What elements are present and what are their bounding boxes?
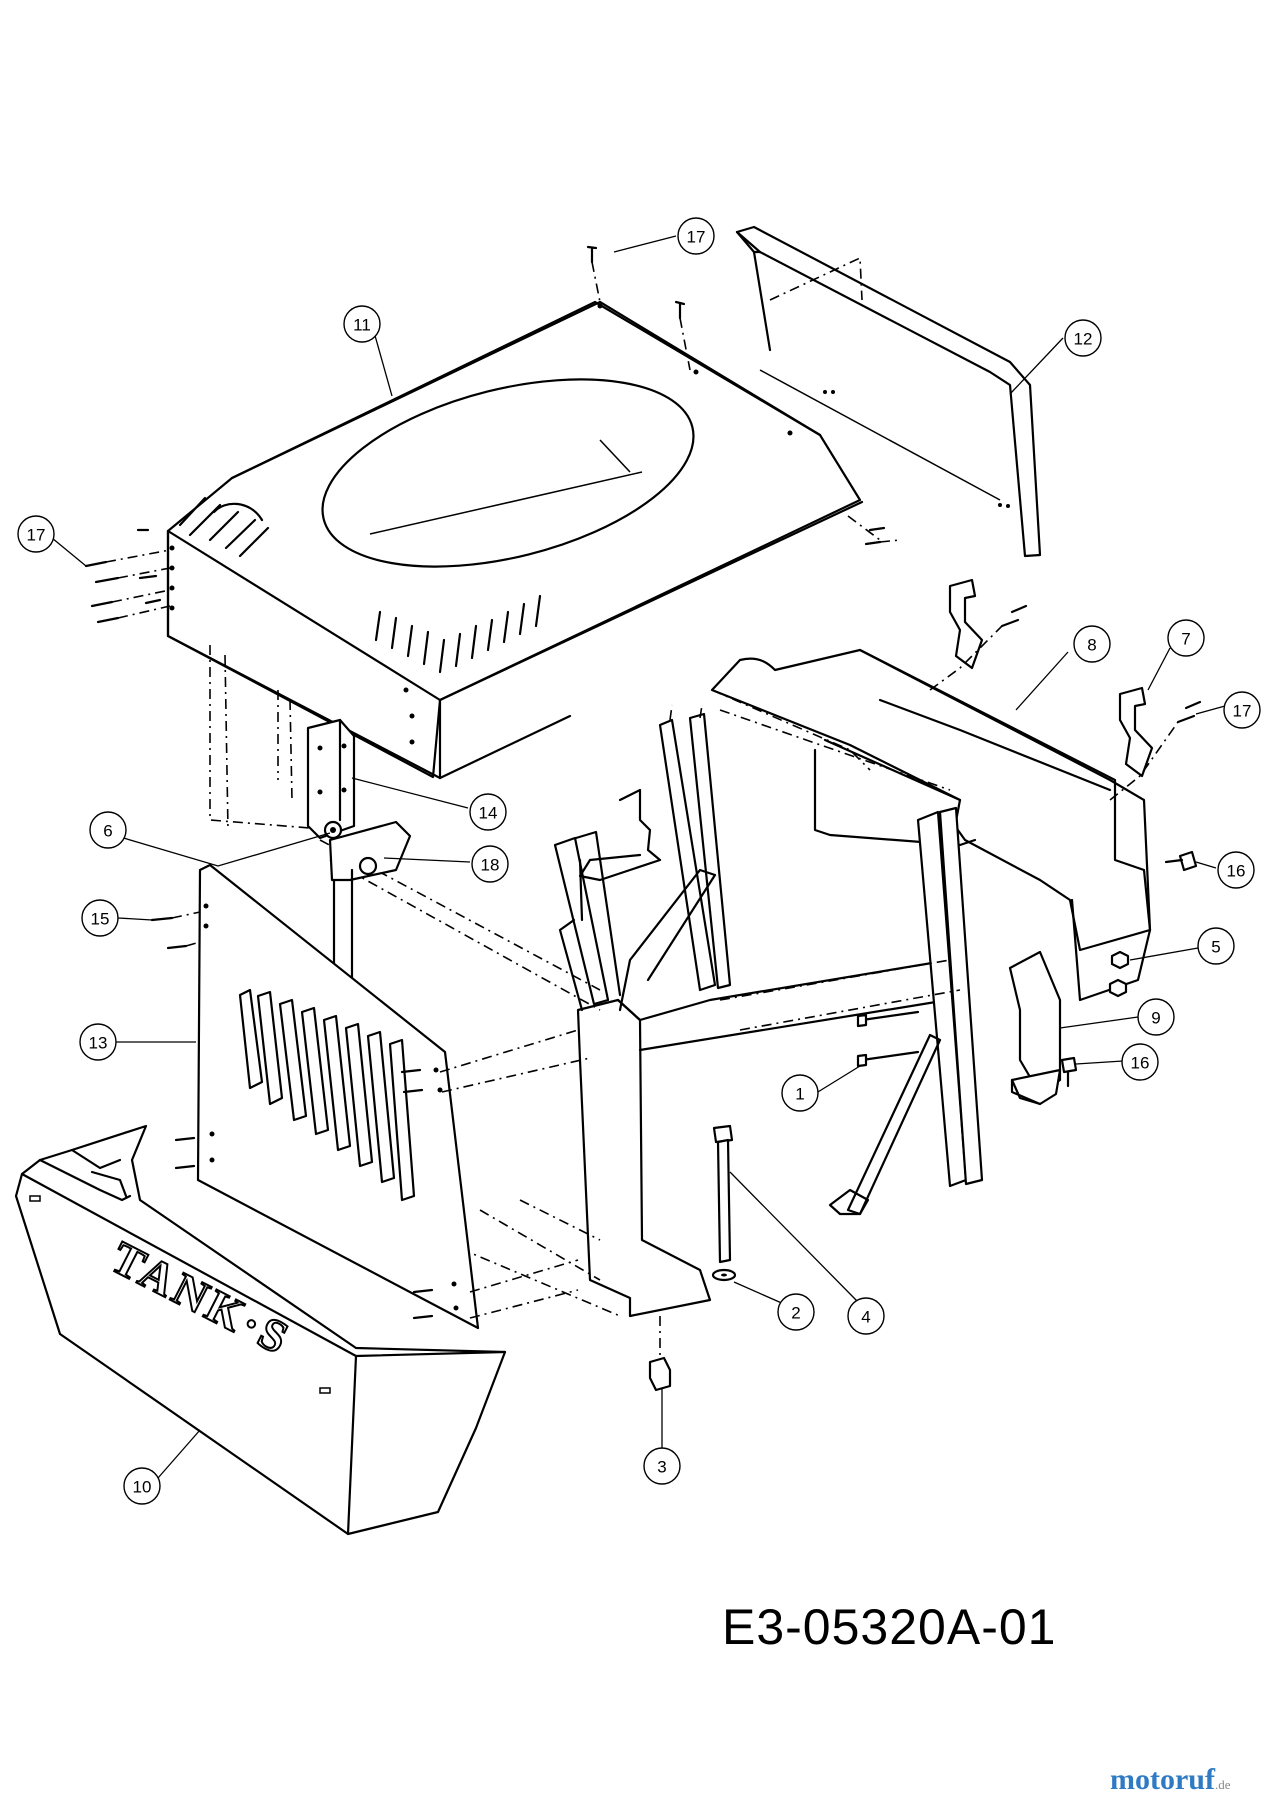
watermark-text: motoruf bbox=[1110, 1763, 1215, 1796]
svg-text:14: 14 bbox=[479, 804, 498, 823]
svg-text:4: 4 bbox=[861, 1308, 870, 1327]
svg-text:13: 13 bbox=[89, 1034, 108, 1053]
callout-12: 12 bbox=[1064, 319, 1102, 357]
part-6-washer bbox=[323, 820, 343, 840]
callout-8: 8 bbox=[1073, 625, 1111, 663]
svg-text:18: 18 bbox=[481, 856, 500, 875]
part-3-nut bbox=[648, 1316, 672, 1392]
callout-17-top: 17 bbox=[677, 217, 715, 255]
svg-text:17: 17 bbox=[687, 228, 706, 247]
callout-11: 11 bbox=[343, 305, 381, 343]
svg-text:11: 11 bbox=[353, 316, 371, 335]
svg-text:16: 16 bbox=[1227, 862, 1246, 881]
part-2-washer bbox=[711, 1268, 737, 1282]
svg-text:6: 6 bbox=[103, 822, 112, 841]
svg-text:10: 10 bbox=[133, 1478, 152, 1497]
svg-text:5: 5 bbox=[1211, 938, 1220, 957]
svg-text:2: 2 bbox=[791, 1304, 800, 1323]
callout-7: 7 bbox=[1167, 619, 1205, 657]
frame-chassis bbox=[319, 704, 984, 1318]
callout-4: 4 bbox=[847, 1297, 885, 1335]
part-13-grille-plate bbox=[196, 863, 480, 1330]
svg-text:9: 9 bbox=[1151, 1009, 1160, 1028]
svg-text:15: 15 bbox=[91, 910, 110, 929]
part-9-bracket bbox=[1008, 950, 1062, 1106]
svg-text:7: 7 bbox=[1181, 630, 1190, 649]
svg-text:17: 17 bbox=[27, 526, 46, 545]
callout-17-left: 17 bbox=[17, 515, 55, 553]
svg-text:17: 17 bbox=[1233, 702, 1252, 721]
callout-2: 2 bbox=[777, 1293, 815, 1331]
part-10-bumper: TANK·S bbox=[14, 1124, 507, 1536]
svg-text:3: 3 bbox=[657, 1458, 666, 1477]
watermark-logo: motoruf.de bbox=[1110, 1763, 1231, 1797]
callout-9: 9 bbox=[1137, 998, 1175, 1036]
diagram-code: E3-05320A-01 bbox=[722, 1599, 1057, 1655]
callout-1: 1 bbox=[781, 1074, 819, 1112]
part-4-bolt bbox=[712, 1124, 734, 1264]
part-8-rear-cover bbox=[710, 648, 1152, 1002]
callout-10: 10 bbox=[123, 1467, 161, 1505]
part-18-hinge-plate bbox=[328, 820, 412, 992]
svg-text:12: 12 bbox=[1074, 330, 1093, 349]
callout-5: 5 bbox=[1197, 927, 1235, 965]
callout-6: 6 bbox=[89, 811, 127, 849]
part-16-bolts bbox=[1060, 850, 1198, 1088]
callout-16-top: 16 bbox=[1217, 851, 1255, 889]
callout-14: 14 bbox=[469, 793, 507, 831]
svg-text:8: 8 bbox=[1087, 636, 1096, 655]
callout-17-right: 17 bbox=[1223, 691, 1261, 729]
callout-13: 13 bbox=[79, 1023, 117, 1061]
svg-text:1: 1 bbox=[795, 1085, 804, 1104]
watermark-suffix: .de bbox=[1214, 1777, 1231, 1792]
part-15-screws bbox=[150, 911, 591, 1320]
callout-15: 15 bbox=[81, 899, 119, 937]
callout-18: 18 bbox=[471, 845, 509, 883]
callout-16-bottom: 16 bbox=[1121, 1043, 1159, 1081]
part-12-side-panel bbox=[735, 225, 1042, 558]
part-1-bolts bbox=[856, 1010, 920, 1068]
part-17-screws-hood bbox=[84, 245, 901, 624]
part-11-hood bbox=[166, 300, 864, 831]
callout-3: 3 bbox=[643, 1447, 681, 1485]
svg-text:16: 16 bbox=[1131, 1054, 1150, 1073]
leader-lines bbox=[51, 235, 1226, 1479]
part-5-nuts bbox=[1108, 950, 1130, 998]
part-7-latches bbox=[929, 578, 1202, 801]
part-14-hinge-bracket bbox=[306, 718, 356, 840]
